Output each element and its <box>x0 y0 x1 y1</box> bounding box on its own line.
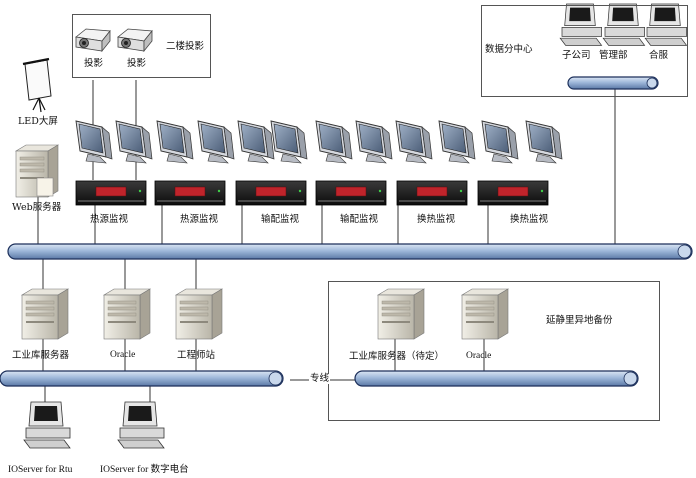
rack-host-icon <box>396 180 468 206</box>
monitor-label-6: 换热监视 <box>510 214 549 225</box>
crt-monitor-icon <box>525 120 563 164</box>
network-bus <box>567 76 659 90</box>
network-bus <box>7 243 693 260</box>
monitor-label-1: 热源监视 <box>90 214 129 225</box>
crt-monitor-icon <box>395 120 433 164</box>
remote-backup-label: 延静里异地备份 <box>546 315 613 326</box>
engineer-station-icon <box>174 288 224 340</box>
monitor-label-2: 热源监视 <box>180 214 219 225</box>
network-bus <box>0 370 284 387</box>
industrial-db-server-tbd-icon <box>376 288 426 340</box>
network-bus <box>354 370 639 387</box>
led-screen-icon <box>22 57 52 113</box>
projector-label-2: 投影 <box>127 58 147 69</box>
rack-host-icon <box>235 180 307 206</box>
crt-monitor-icon <box>197 120 235 164</box>
industrial-db-server-tbd-label: 工业库服务器（待定） <box>349 351 445 362</box>
engineer-station-label: 工程师站 <box>177 350 216 361</box>
crt-monitor-icon <box>156 120 194 164</box>
crt-monitor-icon <box>355 120 393 164</box>
industrial-db-server-label: 工业库服务器 <box>12 350 70 361</box>
projector-label-1: 投影 <box>84 58 104 69</box>
web-page-icon <box>36 177 54 197</box>
management-label: 管理部 <box>599 50 628 61</box>
web-server-label: Web服务器 <box>12 202 62 213</box>
ioserver-rtu-label: IOServer for Rtu <box>8 465 73 475</box>
devices <box>14 3 688 449</box>
led-screen-label: LED大屏 <box>18 116 58 127</box>
data-center-box <box>481 5 688 97</box>
rack-host-icon <box>477 180 549 206</box>
remote-backup-box <box>328 281 660 421</box>
network-buses <box>0 76 693 387</box>
dedicated-line-label: 专线 <box>309 373 331 384</box>
monitor-label-5: 换热监视 <box>417 214 456 225</box>
rack-host-icon <box>75 180 147 206</box>
crt-monitor-icon <box>237 120 275 164</box>
subsidiary-label: 子公司 <box>562 50 591 61</box>
projector-icon <box>117 28 153 53</box>
oracle-backup-server-icon <box>460 288 510 340</box>
crt-monitor-icon <box>438 120 476 164</box>
projector-area-label: 二楼投影 <box>166 41 205 52</box>
projector-icon <box>75 28 111 53</box>
data-center-label: 数据分中心 <box>485 44 533 55</box>
oracle-server-icon <box>102 288 152 340</box>
crt-monitor-icon <box>481 120 519 164</box>
industrial-db-server-icon <box>20 288 70 340</box>
monitor-label-4: 输配监视 <box>340 214 379 225</box>
subsidiary-workstation-icon <box>559 3 603 46</box>
oracle-backup-label: Oracle <box>466 351 492 361</box>
rack-host-icon <box>315 180 387 206</box>
rack-host-icon <box>154 180 226 206</box>
ioserver-rtu-icon <box>23 401 71 449</box>
ioserver-digital-label: IOServer for 数字电台 <box>100 465 189 475</box>
crt-monitor-icon <box>75 120 113 164</box>
monitor-label-3: 输配监视 <box>261 214 300 225</box>
crt-monitor-icon <box>315 120 353 164</box>
crt-monitor-icon <box>115 120 153 164</box>
oracle-label: Oracle <box>110 350 136 360</box>
customer-service-workstation-icon <box>644 3 688 46</box>
projector-area-box <box>72 14 211 78</box>
customer-service-label: 合服 <box>649 50 669 61</box>
crt-monitor-icon <box>270 120 308 164</box>
management-workstation-icon <box>602 3 646 46</box>
connection-lines <box>37 80 616 410</box>
ioserver-digital-icon <box>117 401 165 449</box>
